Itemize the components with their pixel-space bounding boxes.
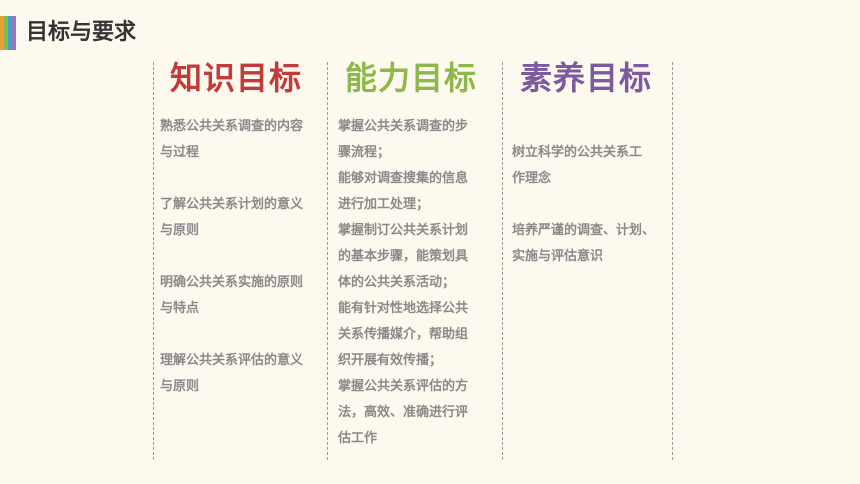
- list-item-line: 关系传播媒介，帮助组: [338, 327, 469, 342]
- list-item-line: 与原则: [160, 223, 200, 238]
- column-divider-1: [153, 62, 154, 460]
- title-accent-stripes: [0, 16, 16, 50]
- list-item-line: 的基本步骤，能策划具: [338, 249, 469, 264]
- list-item-line: 进行加工处理；: [338, 197, 430, 212]
- list-item: 掌握公共关系调查的步 骤流程；: [338, 114, 498, 166]
- accent-stripe-green: [4, 16, 8, 50]
- knowledge-goals-list: 熟悉公共关系调查的内容 与过程 了解公共关系计划的意义 与原则 明确公共关系实施…: [160, 114, 325, 400]
- literacy-goals-list: 树立科学的公共关系工 作理念 培养严谨的调查、计划、 实施与评估意识: [512, 140, 672, 270]
- list-item-line: 与特点: [160, 301, 200, 316]
- list-item-line: 与原则: [160, 379, 200, 394]
- list-item-line: 体的公共关系活动；: [338, 275, 456, 290]
- list-item-line: 织开展有效传播；: [338, 353, 443, 368]
- list-item-line: 明确公共关系实施的原则: [160, 275, 304, 290]
- list-item: 了解公共关系计划的意义 与原则: [160, 192, 325, 244]
- column-divider-3: [502, 62, 503, 460]
- list-item-line: 实施与评估意识: [512, 249, 604, 264]
- list-item-line: 培养严谨的调查、计划、: [512, 223, 656, 238]
- list-item-line: 估工作: [338, 431, 378, 446]
- accent-stripe-blue: [8, 16, 12, 50]
- list-item: 明确公共关系实施的原则 与特点: [160, 270, 325, 322]
- accent-stripe-purple: [12, 16, 16, 50]
- list-item: 熟悉公共关系调查的内容 与过程: [160, 114, 325, 166]
- list-item-line: 了解公共关系计划的意义: [160, 197, 304, 212]
- list-item-line: 掌握公共关系评估的方: [338, 379, 469, 394]
- column-divider-2: [327, 62, 328, 460]
- list-item-line: 理解公共关系评估的意义: [160, 353, 304, 368]
- list-item-line: 树立科学的公共关系工: [512, 145, 643, 160]
- ability-goals-heading: 能力目标: [345, 59, 478, 97]
- list-item-line: 熟悉公共关系调查的内容: [160, 119, 304, 134]
- literacy-goals-heading: 素养目标: [520, 59, 653, 97]
- list-item-line: 掌握公共关系调查的步: [338, 119, 469, 134]
- knowledge-goals-heading: 知识目标: [170, 59, 303, 97]
- list-item: 能够对调查搜集的信息 进行加工处理；: [338, 166, 498, 218]
- list-item-line: 法，高效、准确进行评: [338, 405, 469, 420]
- list-item-line: 掌握制订公共关系计划: [338, 223, 469, 238]
- list-item-line: 与过程: [160, 145, 200, 160]
- list-item-line: 作理念: [512, 171, 552, 186]
- list-item: 掌握公共关系评估的方 法，高效、准确进行评 估工作: [338, 374, 498, 452]
- column-divider-4: [672, 62, 673, 460]
- list-item: 能有针对性地选择公共 关系传播媒介，帮助组 织开展有效传播；: [338, 296, 498, 374]
- list-item-line: 能够对调查搜集的信息: [338, 171, 469, 186]
- list-item: 树立科学的公共关系工 作理念: [512, 140, 672, 192]
- list-item-line: 能有针对性地选择公共: [338, 301, 469, 316]
- page-title: 目标与要求: [26, 20, 137, 45]
- list-item-line: 骤流程；: [338, 145, 391, 160]
- list-item: 培养严谨的调查、计划、 实施与评估意识: [512, 218, 672, 270]
- accent-stripe-orange: [0, 16, 4, 50]
- list-item: 掌握制订公共关系计划 的基本步骤，能策划具 体的公共关系活动；: [338, 218, 498, 296]
- list-item: 理解公共关系评估的意义 与原则: [160, 348, 325, 400]
- ability-goals-list: 掌握公共关系调查的步 骤流程； 能够对调查搜集的信息 进行加工处理； 掌握制订公…: [338, 114, 498, 452]
